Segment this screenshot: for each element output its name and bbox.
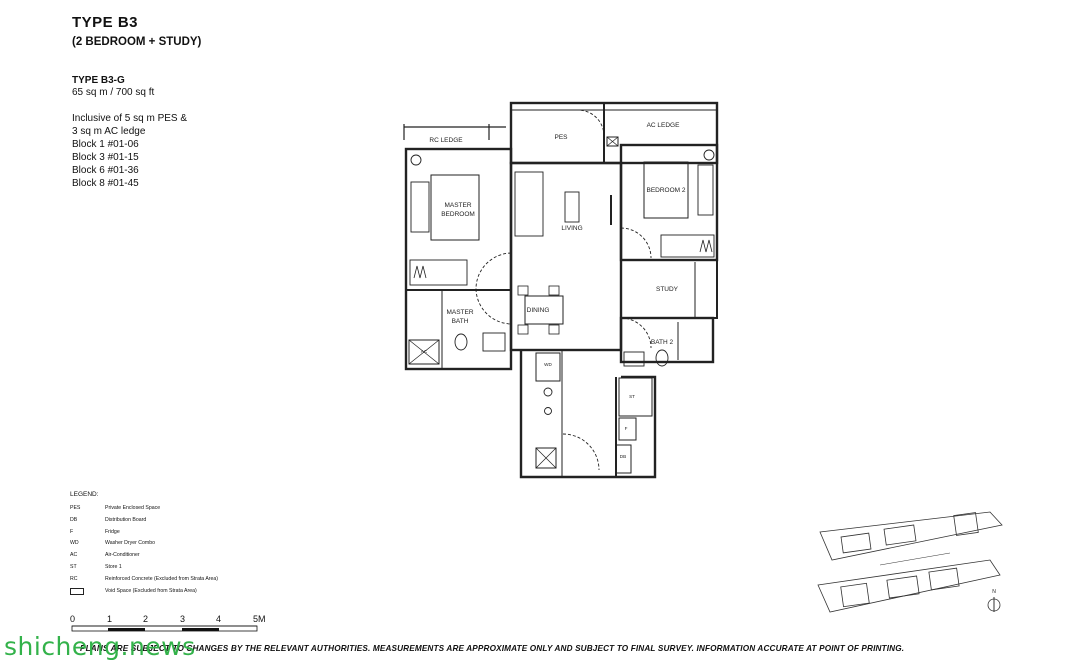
void-space-icon bbox=[70, 587, 84, 595]
db-label: DB bbox=[620, 454, 626, 459]
master-bath-label-1: MASTER bbox=[446, 309, 473, 316]
legend-abbr: PES bbox=[70, 505, 81, 511]
bedroom2-label: BEDROOM 2 bbox=[646, 187, 685, 194]
pes-label: PES bbox=[554, 134, 568, 141]
legend-desc: Washer Dryer Combo bbox=[105, 540, 155, 547]
top-walls bbox=[509, 101, 719, 165]
hob-icon bbox=[543, 387, 553, 397]
dining-label: DINING bbox=[527, 307, 550, 314]
ac-label: AC bbox=[421, 349, 428, 354]
plan-title: TYPE B3 bbox=[72, 14, 139, 31]
scale-label: 4 bbox=[216, 614, 221, 624]
kitchen-walls bbox=[519, 350, 657, 479]
unit-note: Inclusive of 5 sq m PES & bbox=[72, 113, 188, 124]
unit-note: Block 3 #01-15 bbox=[72, 152, 139, 163]
scale-label: 3 bbox=[180, 614, 185, 624]
legend-abbr: RC bbox=[70, 575, 78, 582]
bath2-label: BATH 2 bbox=[651, 339, 674, 346]
scale-label: 0 bbox=[70, 614, 75, 624]
master-bedroom-label-1: MASTER bbox=[444, 202, 471, 209]
scale-label: 1 bbox=[107, 614, 112, 624]
ac-ledge-label: AC LEDGE bbox=[647, 122, 681, 129]
unit-notes: Inclusive of 5 sq m PES & 3 sq m AC ledg… bbox=[72, 112, 187, 190]
master-bath-walls bbox=[405, 289, 512, 370]
washer-dryer-box bbox=[535, 352, 561, 382]
legend-desc: Fridge bbox=[105, 528, 120, 535]
dining-table-icon bbox=[524, 295, 564, 325]
master-bedroom-label-2: BEDROOM bbox=[441, 211, 475, 218]
site-key-plan bbox=[817, 511, 1003, 613]
unit-area: 65 sq m / 700 sq ft bbox=[72, 87, 155, 98]
legend-abbr: F bbox=[70, 528, 74, 535]
plan-subtitle: (2 BEDROOM + STUDY) bbox=[72, 36, 202, 48]
legend-desc: Air-Conditioner bbox=[105, 552, 140, 559]
watermark-text: shicheng.news bbox=[4, 632, 196, 661]
void-space-symbol bbox=[606, 136, 619, 147]
legend-desc: Distribution Board bbox=[105, 516, 147, 523]
st-label: ST bbox=[629, 394, 635, 399]
unit-note: Block 8 #01-45 bbox=[72, 178, 139, 189]
sofa-icon bbox=[514, 171, 544, 237]
north-label: N bbox=[992, 589, 996, 595]
rc-ledge-label: RC LEDGE bbox=[429, 137, 463, 144]
scale-label: 5M bbox=[253, 614, 266, 624]
unit-note: Block 1 #01-06 bbox=[72, 139, 139, 150]
legend-abbr: WD bbox=[70, 540, 79, 547]
unit-note: 3 sq m AC ledge bbox=[72, 126, 146, 137]
legend-abbr: ST bbox=[70, 563, 77, 570]
legend-abbr: DB bbox=[70, 516, 78, 523]
fridge-label: F bbox=[625, 426, 628, 431]
master-bed-icon bbox=[430, 174, 480, 241]
scale-label: 2 bbox=[143, 614, 148, 624]
legend-title: LEGEND: bbox=[70, 491, 99, 498]
basin-icon bbox=[482, 332, 506, 352]
legend-desc: Reinforced Concrete (Excluded from Strat… bbox=[105, 575, 219, 582]
scale-bar: 0 1 2 3 4 5M bbox=[70, 614, 266, 632]
legend-abbr: AC bbox=[70, 552, 78, 559]
unit-note: Block 6 #01-36 bbox=[72, 165, 139, 176]
toilet-icon bbox=[454, 333, 468, 351]
legend-desc: Void Space (Excluded from Strata Area) bbox=[105, 587, 197, 594]
unit-type: TYPE B3-G bbox=[72, 75, 125, 86]
living-label: LIVING bbox=[561, 225, 582, 232]
wd-label: WD bbox=[544, 362, 552, 367]
legend-desc: Store 1 bbox=[105, 563, 122, 570]
study-label: STUDY bbox=[656, 286, 679, 293]
legend-desc: Private Enclosed Space bbox=[105, 505, 161, 511]
living-walls bbox=[509, 161, 623, 352]
bedroom2-bed-icon bbox=[643, 161, 689, 219]
disclaimer-text: PLANS ARE SUBJECT TO CHANGES BY THE RELE… bbox=[80, 644, 905, 653]
master-bath-label-2: BATH bbox=[452, 318, 469, 325]
